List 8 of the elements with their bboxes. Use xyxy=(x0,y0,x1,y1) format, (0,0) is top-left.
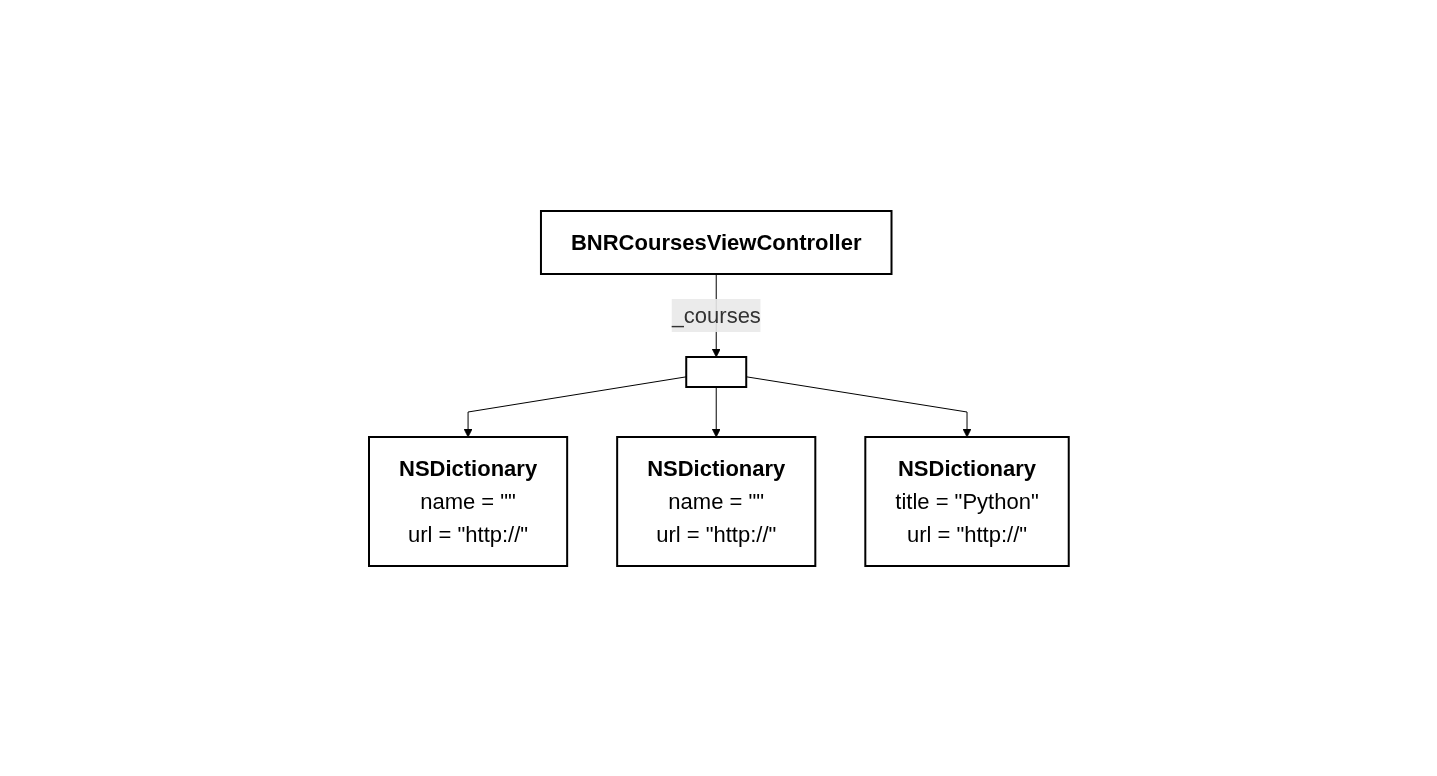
node-box: NSDictionary name = "" url = "http://" xyxy=(367,435,568,567)
edge-label: _courses xyxy=(671,302,761,328)
arrow xyxy=(711,386,721,437)
node-box: NSDictionary name = "" url = "http://" xyxy=(615,435,816,567)
node-box: NSDictionary title = "Python" url = "http://" xyxy=(863,435,1070,567)
node-box: BNRCoursesViewController xyxy=(539,209,893,275)
arrow xyxy=(745,375,972,437)
node-box xyxy=(684,355,747,388)
